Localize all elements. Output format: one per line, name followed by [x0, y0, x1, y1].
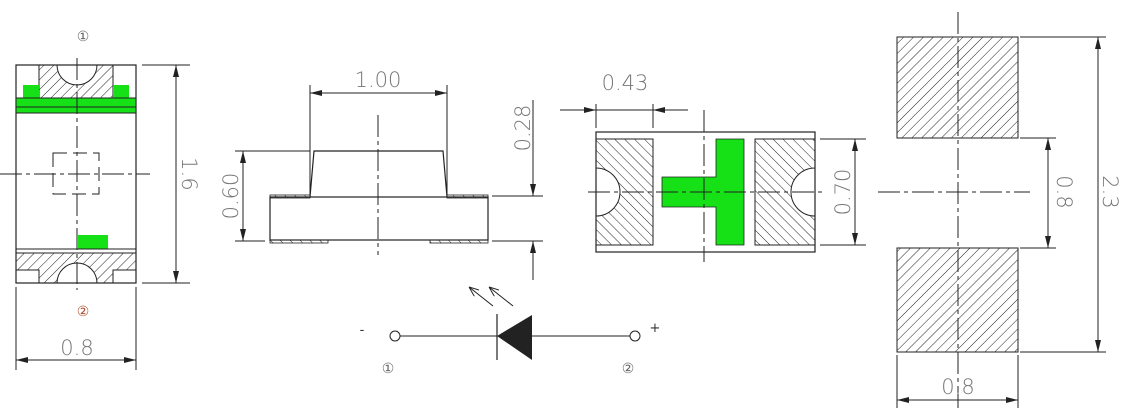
green-die-bar [15, 97, 137, 114]
cathode-sign: - [360, 323, 365, 338]
pad-width-dimension: 0.8 [941, 375, 974, 399]
width-dimension: 0.8 [60, 336, 93, 360]
side-view: 1.00 0.60 0.28 [219, 68, 543, 280]
top-terminal-pad [38, 64, 114, 99]
diode-triangle-icon [497, 315, 532, 360]
bottom-view: 0.43 0.70 [560, 71, 866, 262]
green-marker [23, 85, 39, 98]
light-emission-arrow-icon [469, 287, 494, 307]
lens-width-dimension: 1.00 [355, 68, 402, 92]
anode-terminal [629, 330, 641, 342]
gap-dimension: 0.8 [1052, 175, 1076, 208]
led-schematic-symbol: - + ① ② [360, 287, 661, 377]
pin1-marker: ① [382, 361, 395, 377]
pin2-marker: ② [622, 361, 635, 377]
green-wire-pad [77, 235, 108, 249]
cathode-terminal [389, 330, 401, 342]
anode-sign: + [650, 321, 661, 336]
pad-width-dimension: 0.43 [602, 71, 649, 95]
light-emission-arrow-icon [489, 287, 514, 307]
substrate [269, 196, 489, 241]
total-height-dimension: 0.60 [219, 173, 243, 220]
pin1-marker: ① [77, 29, 90, 45]
front-view: ① ② 1.6 0.8 [0, 29, 201, 370]
body-height-dimension: 0.70 [831, 169, 855, 216]
bottom-terminal-pad [15, 252, 137, 284]
solder-footprint: 2.3 0.8 0.8 [878, 12, 1122, 410]
total-length-dimension: 2.3 [1098, 175, 1122, 208]
base-height-dimension: 0.28 [511, 105, 535, 152]
green-marker [114, 85, 129, 98]
pin2-marker: ② [77, 304, 90, 320]
height-dimension: 1.6 [177, 157, 201, 190]
